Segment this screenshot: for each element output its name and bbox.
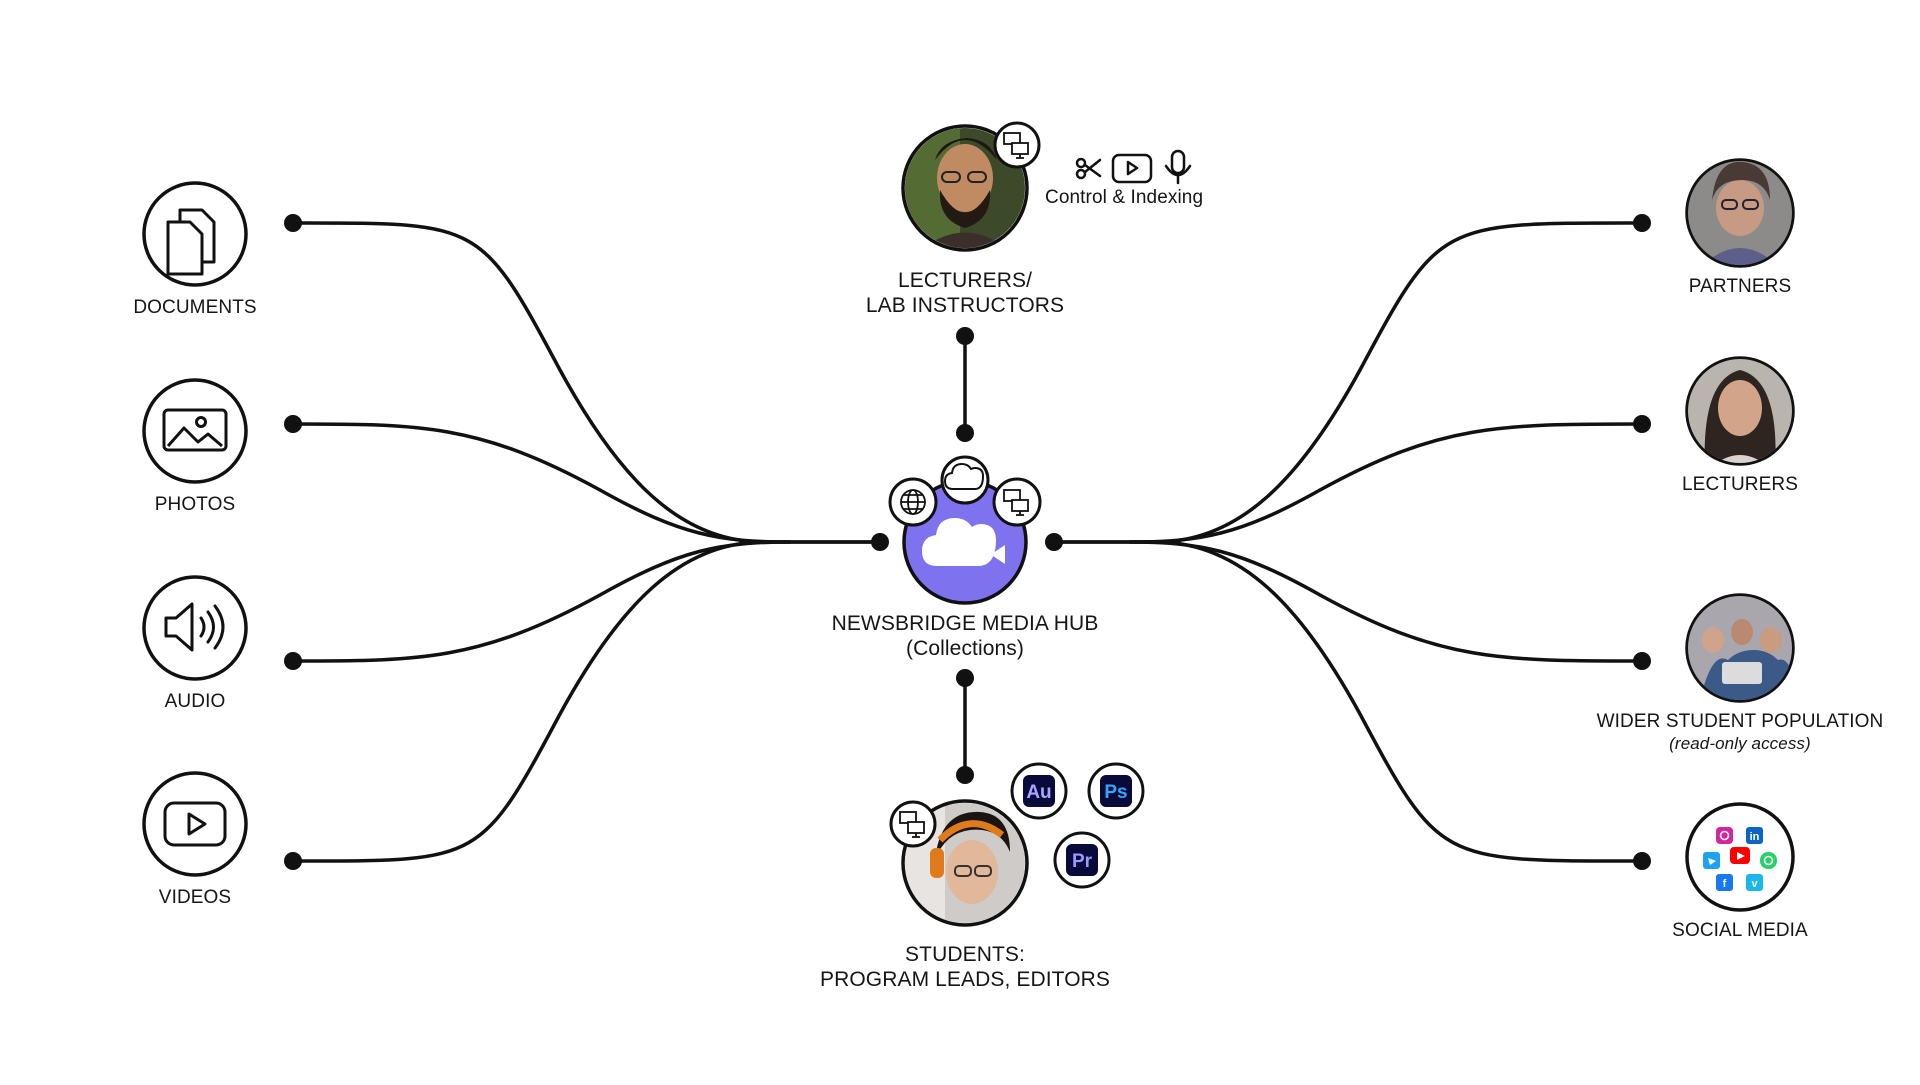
node-students[interactable]	[889, 799, 1030, 930]
video-play-icon	[163, 801, 227, 847]
label-control-indexing: Control & Indexing	[1045, 187, 1204, 208]
desktop-icon	[1003, 132, 1029, 159]
label-students-line2: PROGRAM LEADS, EDITORS	[819, 968, 1111, 991]
app-badge-ps: Ps	[1087, 762, 1145, 820]
connector-students	[1128, 540, 1644, 663]
student-device-badge	[889, 800, 937, 848]
vimeo-icon	[1746, 874, 1763, 891]
app-badge-pr: Pr	[1053, 831, 1111, 889]
linkedin-icon	[1746, 827, 1763, 844]
label-lecturers-line2: LAB INSTRUCTORS	[865, 294, 1065, 317]
label-audio: AUDIO	[164, 691, 226, 712]
scissors-icon	[1075, 157, 1102, 180]
connector-lecturers	[1128, 422, 1644, 544]
label-social-media: SOCIAL MEDIA	[1672, 920, 1808, 941]
label-photos: PHOTOS	[154, 494, 236, 515]
audience-wider-students[interactable]	[1685, 593, 1798, 703]
source-photos[interactable]	[142, 378, 248, 484]
label-wider-students-access: (read-only access)	[1669, 734, 1811, 753]
ps-app-icon: Ps	[1104, 782, 1127, 803]
source-documents[interactable]	[142, 181, 248, 287]
audience-lecturers[interactable]	[1685, 356, 1795, 470]
hub-subtitle: (Collections)	[906, 637, 1024, 660]
label-lecturers-line1: LECTURERS/	[897, 269, 1033, 292]
left-connectors	[291, 221, 882, 863]
instagram-icon	[1716, 827, 1733, 844]
connector-documents	[291, 221, 882, 544]
avatar-student	[905, 803, 1025, 923]
hub-title: NEWSBRIDGE MEDIA HUB	[831, 612, 1099, 635]
audience-partners[interactable]	[1685, 158, 1795, 268]
avatar-lecturer-female	[1688, 359, 1792, 463]
node-lecturers-lab[interactable]	[900, 121, 1041, 255]
label-documents: DOCUMENTS	[133, 297, 257, 318]
app-badge-au: Au	[1010, 762, 1068, 820]
desktop-icon	[1003, 489, 1029, 516]
connector-dots	[284, 214, 1651, 870]
desktop-icon	[899, 811, 925, 838]
lecturer-device-badge	[993, 121, 1041, 169]
facebook-icon	[1716, 874, 1733, 891]
audience-social-media[interactable]: in f v	[1685, 802, 1795, 912]
whatsapp-icon	[1760, 852, 1777, 869]
hub-badge-cloud	[940, 455, 990, 505]
label-partners: PARTNERS	[1688, 276, 1792, 297]
play-icon	[1111, 153, 1153, 184]
connector-videos	[291, 540, 882, 863]
source-videos[interactable]	[142, 771, 248, 877]
source-audio[interactable]	[142, 575, 248, 681]
right-connectors	[1052, 221, 1644, 863]
documents-icon	[166, 208, 216, 276]
label-wider-students: WIDER STUDENT POPULATION	[1596, 711, 1884, 732]
label-students-line1: STUDENTS:	[905, 943, 1025, 966]
cloud-camera-icon	[922, 518, 1005, 566]
au-app-icon: Au	[1026, 782, 1051, 803]
connector-audio	[291, 540, 792, 663]
speaker-icon	[164, 602, 225, 652]
connector-social	[1052, 540, 1644, 863]
pr-app-icon: Pr	[1072, 851, 1093, 872]
photo-icon	[162, 408, 228, 452]
svg-text:v: v	[1751, 878, 1758, 890]
label-videos: VIDEOS	[158, 887, 232, 908]
hub-badge-desktop	[992, 477, 1042, 527]
avatar-student-group	[1688, 596, 1792, 700]
microphone-icon	[1164, 149, 1192, 185]
svg-text:f: f	[1723, 878, 1727, 890]
connector-photos	[291, 422, 792, 544]
hub-badge-globe	[888, 477, 938, 527]
social-icons-grid: in f v	[1703, 827, 1777, 891]
label-lecturers: LECTURERS	[1682, 474, 1798, 495]
control-tools	[1075, 149, 1192, 185]
media-hub[interactable]	[888, 455, 1042, 605]
svg-text:in: in	[1750, 831, 1760, 843]
cloud-icon	[943, 462, 985, 490]
globe-icon	[900, 489, 926, 515]
connector-partners	[1052, 221, 1644, 544]
